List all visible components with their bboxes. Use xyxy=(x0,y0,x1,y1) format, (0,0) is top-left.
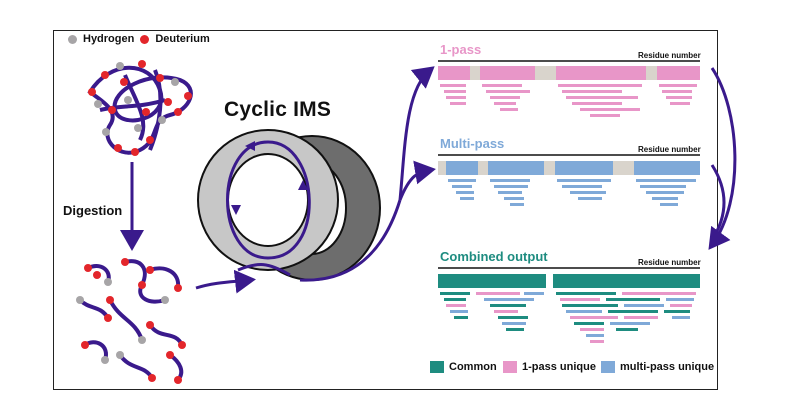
intact-protein xyxy=(87,60,193,156)
digested-peptides xyxy=(78,259,184,382)
one-pass-title: 1-pass xyxy=(440,42,482,57)
combined-title: Combined output xyxy=(440,249,548,264)
combine-arrow-mid xyxy=(710,164,726,241)
multi-pass-unique-swatch xyxy=(601,361,615,373)
key-common-label: Common xyxy=(449,361,497,373)
one-pass-panel xyxy=(438,60,700,117)
inject-arrow xyxy=(195,269,256,294)
multi-pass-axis-label: Residue number xyxy=(638,145,701,154)
key-one-pass-unique-label: 1-pass unique xyxy=(522,361,596,373)
key-common: Common xyxy=(430,361,497,373)
combined-panel xyxy=(438,267,700,343)
deuterium-swatch xyxy=(140,34,150,44)
to-1pass-arrow xyxy=(398,66,435,201)
key-multi-pass-unique-label: multi-pass unique xyxy=(620,361,715,373)
exit-path xyxy=(299,199,402,282)
combine-arrow-top xyxy=(708,67,737,250)
peptide-atoms xyxy=(76,258,186,384)
hydrogen-label: Hydrogen xyxy=(83,33,135,45)
cyclic-ims-device xyxy=(197,129,381,281)
atom-legend: Hydrogen Deuterium xyxy=(68,33,210,45)
multi-pass-title: Multi-pass xyxy=(440,136,505,151)
hydrogen-swatch xyxy=(68,34,77,44)
common-swatch xyxy=(430,361,444,373)
cyclic-ims-title: Cyclic IMS xyxy=(224,98,332,121)
key-multi-pass-unique: multi-pass unique xyxy=(601,361,714,373)
combined-axis-label: Residue number xyxy=(638,258,701,267)
one-pass-unique-swatch xyxy=(503,361,517,373)
one-pass-axis-label: Residue number xyxy=(638,51,701,60)
key-one-pass-unique: 1-pass unique xyxy=(503,361,596,373)
digestion-label: Digestion xyxy=(63,203,123,218)
to-multipass-arrow xyxy=(398,160,436,201)
deuterium-label: Deuterium xyxy=(155,33,210,45)
multi-pass-panel xyxy=(438,154,700,206)
